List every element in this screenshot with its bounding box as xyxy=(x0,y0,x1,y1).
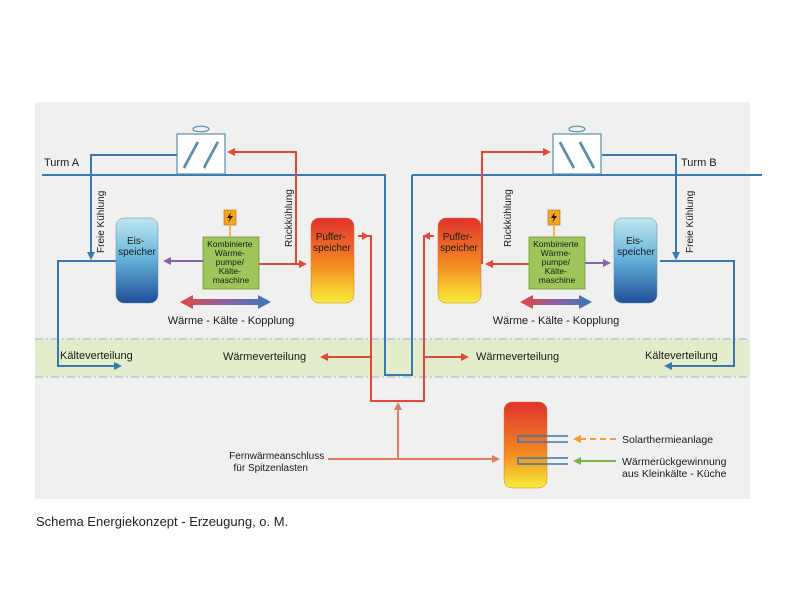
coupling-arrow-b xyxy=(520,295,592,309)
buffer-storage-label-a: Puffer- speicher xyxy=(313,232,351,254)
lightning-bolt-icon xyxy=(227,212,233,223)
district-heating-system: Fernwärmeanschluss für Spitzenlasten Sol… xyxy=(229,401,729,489)
buffer-inlet-arrow-a xyxy=(362,232,369,240)
tower-a-label: Turm A xyxy=(44,157,80,169)
cold-distribution-pipe-a xyxy=(57,260,122,370)
distribution-band xyxy=(35,339,750,377)
coupling-label-a: Wärme - Kälte - Kopplung xyxy=(168,315,295,327)
free-cooling-label-a: Freie Kühlung xyxy=(96,191,107,253)
recooling-label-b: Rückkühlung xyxy=(503,189,514,247)
ice-storage-label-b: Eis- speicher xyxy=(617,236,655,258)
cold-distribution-pipe-b xyxy=(660,260,735,370)
tower-a-system: Turm A Freie Kühlung Kälteverteilung Rüc… xyxy=(42,125,413,402)
free-cooling-pipe-b xyxy=(602,154,680,260)
diagram-caption: Schema Energiekonzept - Erzeugung, o. M. xyxy=(36,514,289,529)
heat-pump-label-a: Kombinierte Wärme- pumpe/ Kälte- maschin… xyxy=(207,239,255,285)
tower-b-label: Turm B xyxy=(681,157,717,169)
ice-storage-a: Eis- speicher xyxy=(115,217,159,304)
free-cooling-pipe-a xyxy=(87,154,177,260)
ice-storage-label-a: Eis- speicher xyxy=(118,236,156,258)
heat-pump-label-b: Kombinierte Wärme- pumpe/ Kälte- maschin… xyxy=(533,239,581,285)
hot-water-storage xyxy=(503,401,568,489)
tower-a-line xyxy=(42,174,413,376)
district-heating-label: Fernwärmeanschluss für Spitzenlasten xyxy=(229,451,327,474)
buffer-storage-b: Puffer- speicher xyxy=(437,217,482,304)
lightning-bolt-icon xyxy=(551,212,557,223)
cooling-tower-b xyxy=(552,125,602,175)
heat-recovery-label: Wärmerückgewinnung aus Kleinkälte - Küch… xyxy=(622,456,729,480)
tower-b-system: Turm B Freie Kühlung Kälteverteilung Rüc… xyxy=(398,125,762,402)
heat-distribution-label-a: Wärmeverteilung xyxy=(223,351,306,363)
heat-distribution-label-b: Wärmeverteilung xyxy=(476,351,559,363)
ice-storage-b: Eis- speicher xyxy=(613,217,658,304)
solar-thermal-label: Solarthermieanlage xyxy=(622,434,713,446)
recooling-pipe-b xyxy=(481,148,551,264)
power-source-a xyxy=(223,209,237,237)
buffer-storage-a: Puffer- speicher xyxy=(310,217,355,304)
buffer-inlet-arrow-b xyxy=(423,232,430,240)
free-cooling-label-b: Freie Kühlung xyxy=(685,191,696,253)
power-source-b xyxy=(547,209,561,237)
coupling-label-b: Wärme - Kälte - Kopplung xyxy=(493,315,620,327)
buffer-storage-label-b: Puffer- speicher xyxy=(440,232,478,254)
cold-distribution-label-b: Kälteverteilung xyxy=(645,350,718,362)
recooling-pipe-a xyxy=(227,148,297,264)
recooling-label-a: Rückkühlung xyxy=(284,189,295,247)
heat-pump-b: Kombinierte Wärme- pumpe/ Kälte- maschin… xyxy=(528,236,586,290)
cold-distribution-label-a: Kälteverteilung xyxy=(60,350,133,362)
cooling-tower-a xyxy=(176,125,226,175)
heat-pump-a: Kombinierte Wärme- pumpe/ Kälte- maschin… xyxy=(202,236,260,290)
coupling-arrow-a xyxy=(180,295,271,309)
